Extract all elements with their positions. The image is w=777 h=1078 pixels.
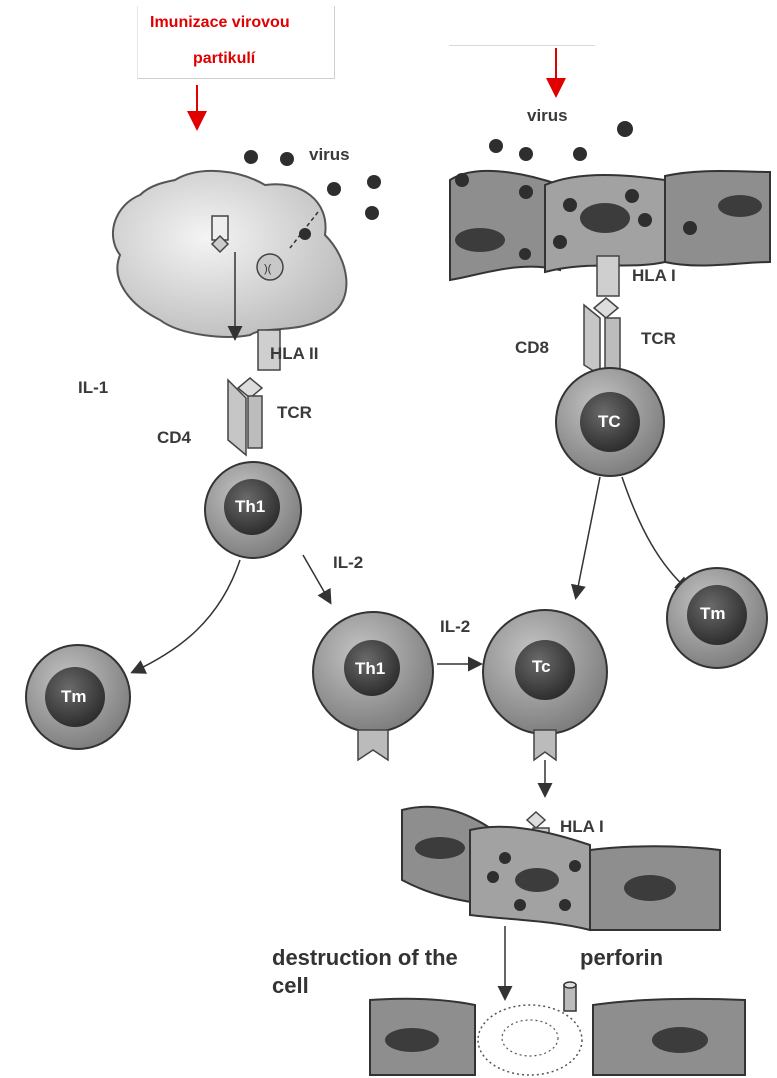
cd4-label: CD4 [157, 428, 191, 448]
tcr-right-label: TCR [641, 329, 676, 349]
tcr-left-label: TCR [277, 403, 312, 423]
il2-bottom-label: IL-2 [440, 617, 470, 637]
epithelium-bottom [370, 982, 745, 1075]
tc-top-label: TC [598, 412, 621, 432]
hla-ii-label: HLA II [270, 344, 318, 364]
svg-text:)(: )( [264, 263, 272, 275]
tc-bottom-label: Tc [532, 657, 551, 677]
immunization-label-line1: Imunizace virovou [150, 14, 290, 32]
perforin-pore [564, 985, 576, 1011]
immunization-label-line2: partikulí [193, 50, 255, 68]
destruction-label-line1: destruction of the [272, 945, 458, 971]
apc-cell [113, 171, 346, 337]
destroyed-cell [478, 1005, 582, 1075]
virus-label-left: virus [309, 145, 350, 165]
tm-left-label: Tm [61, 687, 87, 707]
il1-label: IL-1 [78, 378, 108, 398]
perforin-label: perforin [580, 945, 663, 971]
hla-i-bottom-label: HLA I [560, 817, 604, 837]
il2-top-label: IL-2 [333, 553, 363, 573]
th1-top-label: Th1 [235, 497, 265, 517]
cd8-label: CD8 [515, 338, 549, 358]
virus-label-right: virus [527, 106, 568, 126]
th1-bottom-label: Th1 [355, 659, 385, 679]
hla-i-right-label: HLA I [632, 266, 676, 286]
destruction-label-line2: cell [272, 973, 309, 999]
tm-right-label: Tm [700, 604, 726, 624]
